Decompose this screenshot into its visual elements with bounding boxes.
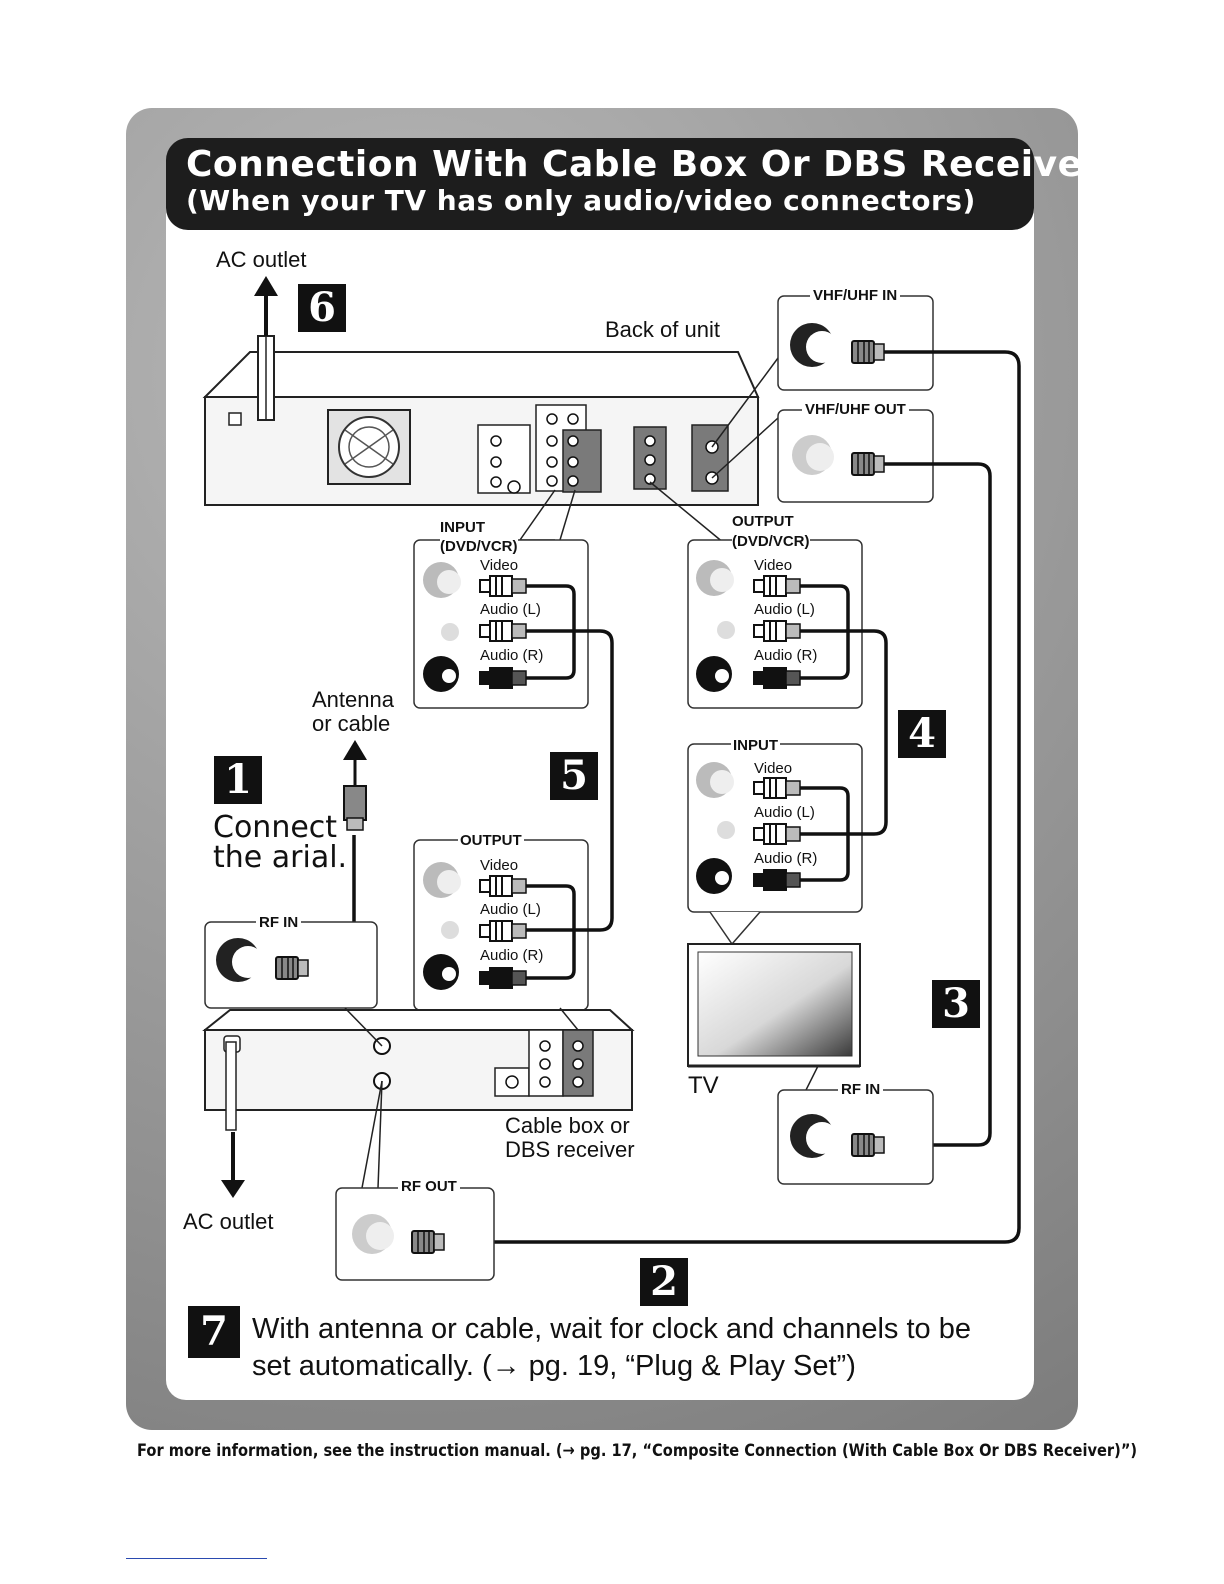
video-label: Video [480,857,519,874]
arrow-down-icon [221,1132,245,1198]
tv-set [687,943,861,1091]
output-dvdvcr-label: (DVD/VCR) [732,533,810,550]
input-label: INPUT [440,519,485,536]
tv-input-box [687,743,863,946]
output-label: OUTPUT [732,513,794,530]
step-5-marker: 5 [550,752,598,800]
or-cable-label: or cable [312,711,391,736]
footer-reference: For more information, see the instructio… [137,1441,1138,1461]
cable-box-unit [202,1009,635,1131]
tv-label: TV [688,1072,719,1099]
antenna-label: Antenna [312,687,394,712]
note-line-2: set automatically. (→ pg. 19, “Plug & Pl… [252,1350,856,1382]
the-arial-label: the arial. [213,840,348,875]
av-cables [526,584,888,980]
dbs-receiver-label: DBS receiver [505,1137,635,1162]
audio-l-label: Audio (L) [480,601,541,618]
cable-box-label: Cable box or [505,1113,630,1138]
page-subtitle: (When your TV has only audio/video conne… [186,184,976,217]
ac-outlet-top-label: AC outlet [216,247,307,272]
vhf-uhf-out-label: VHF/UHF OUT [802,401,909,418]
step-4-marker: 4 [898,710,946,758]
input-dvdvcr-label: (DVD/VCR) [440,538,518,555]
input-dvdvcr-box [413,539,589,709]
ac-outlet-bottom-label: AC outlet [183,1209,274,1234]
leader-lines [344,1007,579,1189]
arrow-up-icon [254,276,278,336]
vhf-uhf-in-label: VHF/UHF IN [810,287,901,304]
antenna-plug [343,760,367,831]
video-label: Video [480,557,519,574]
rf-in-label-tv: RF IN [838,1081,884,1098]
step-7-marker: 7 [188,1306,240,1358]
rf-out-label: RF OUT [398,1178,460,1195]
audio-r-label: Audio (R) [754,647,818,664]
audio-r-label: Audio (R) [754,850,818,867]
vhf-uhf-in-box [777,295,934,391]
back-of-unit-label: Back of unit [605,317,720,342]
cablebox-output-label: OUTPUT [458,832,524,849]
audio-l-label: Audio (L) [754,804,815,821]
step-3-marker: 3 [932,980,980,1028]
rf-out-box [335,1187,495,1281]
video-label: Video [754,557,793,574]
vhf-uhf-out-box [777,409,934,503]
page-title: Connection With Cable Box Or DBS Receive… [186,144,1101,185]
rf-in-box-cablebox [204,921,378,1009]
arrow-up-icon [343,740,367,760]
audio-l-label: Audio (L) [480,901,541,918]
output-dvdvcr-box [687,539,863,709]
footnote-rule [126,1558,267,1559]
audio-r-label: Audio (R) [480,947,544,964]
cablebox-output-box [413,839,589,1011]
dvd-vcr-unit [202,335,760,506]
rf-in-box-tv [777,1089,934,1185]
audio-l-label: Audio (L) [754,601,815,618]
tv-input-label: INPUT [731,737,780,754]
step-1-marker: 1 [214,756,262,804]
title-bar [166,138,1034,230]
connect-label: Connect [213,810,338,845]
step-6-marker: 6 [298,284,346,332]
step-2-marker: 2 [640,1258,688,1306]
video-label: Video [754,760,793,777]
rf-in-label-cablebox: RF IN [256,914,302,931]
note-line-1: With antenna or cable, wait for clock an… [252,1313,971,1345]
audio-r-label: Audio (R) [480,647,544,664]
